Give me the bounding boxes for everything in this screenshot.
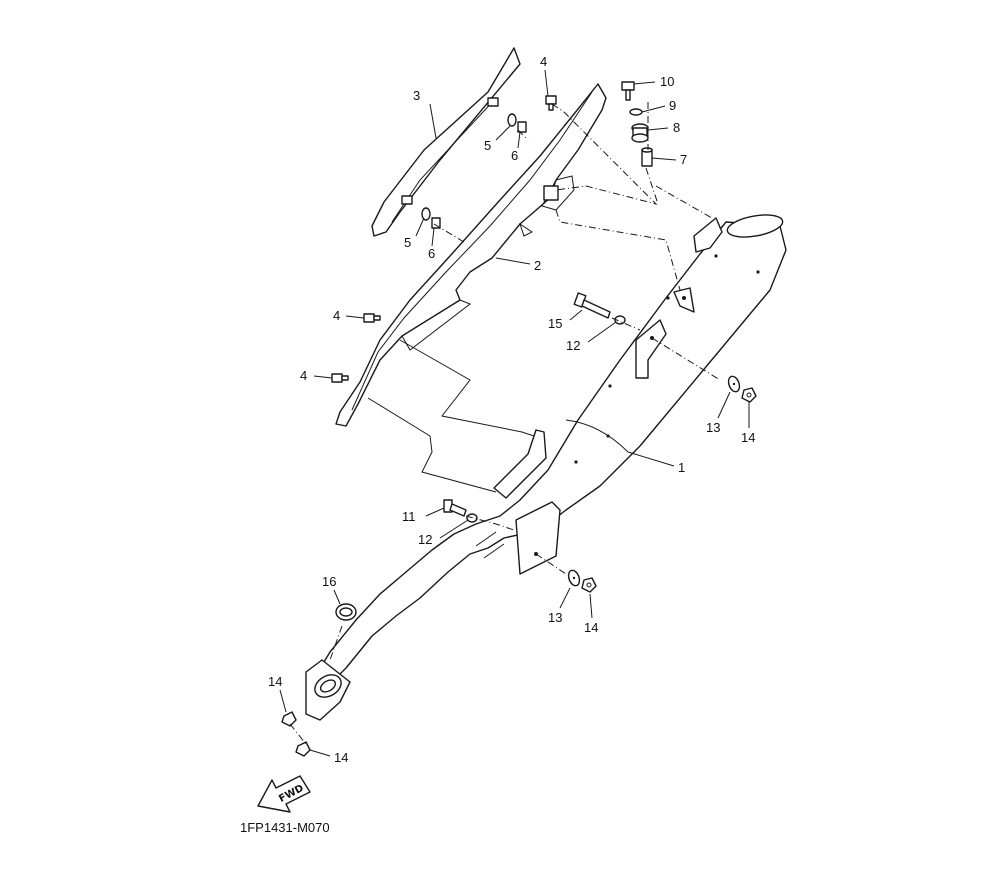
callout-13-upper: 13: [706, 420, 720, 435]
part-7-collar[interactable]: [641, 147, 653, 167]
callout-12-upper: 12: [566, 338, 580, 353]
part-3-outer-heat-shield[interactable]: [371, 47, 521, 237]
callout-leaders: [279, 69, 750, 757]
part-15-bolt[interactable]: [573, 292, 611, 319]
callout-3: 3: [413, 88, 420, 103]
part-6-nut-lower[interactable]: [431, 217, 441, 229]
callout-14-upper: 14: [741, 430, 755, 445]
part-9-washer[interactable]: [629, 108, 643, 116]
callout-6-lower: 6: [428, 246, 435, 261]
part-10-bolt[interactable]: [621, 81, 635, 101]
fwd-arrow-icon: FWD: [257, 775, 311, 813]
callout-6-upper: 6: [511, 148, 518, 163]
part-6-nut-upper[interactable]: [517, 121, 527, 133]
part-4-bolt-low[interactable]: [331, 373, 349, 383]
part-14-nut-lower[interactable]: [581, 577, 597, 593]
callout-9: 9: [669, 98, 676, 113]
callout-5-upper: 5: [484, 138, 491, 153]
callout-10: 10: [660, 74, 674, 89]
callout-5-lower: 5: [404, 235, 411, 250]
part-1-muffler-assembly[interactable]: [305, 211, 787, 721]
assembly-lines: [289, 102, 721, 745]
callout-15: 15: [548, 316, 562, 331]
part-11-bolt[interactable]: [443, 499, 467, 517]
callout-4-low: 4: [300, 368, 307, 383]
callout-1: 1: [678, 460, 685, 475]
part-5-washer-upper[interactable]: [507, 113, 517, 127]
part-2-muffler-cover[interactable]: [335, 83, 607, 427]
part-14-nut-flange-lower[interactable]: [295, 741, 311, 757]
callout-14-flange-lower: 14: [334, 750, 348, 765]
callout-2: 2: [534, 258, 541, 273]
callout-13-lower: 13: [548, 610, 562, 625]
callout-7: 7: [680, 152, 687, 167]
callout-12-lower: 12: [418, 532, 432, 547]
callout-4-mid: 4: [333, 308, 340, 323]
part-4-bolt-mid[interactable]: [363, 313, 381, 323]
part-12-washer-upper[interactable]: [614, 315, 626, 325]
callout-16: 16: [322, 574, 336, 589]
part-14-nut-upper[interactable]: [741, 387, 757, 403]
drawing-code: 1FP1431-M070: [240, 820, 330, 835]
part-16-gasket[interactable]: [335, 603, 357, 621]
part-14-nut-flange-upper[interactable]: [281, 711, 297, 727]
mid-bracket: [635, 319, 667, 379]
part-5-washer-lower[interactable]: [421, 207, 431, 221]
frame-stay-bracket: [493, 429, 547, 499]
callout-8: 8: [673, 120, 680, 135]
upper-hanger-bracket: [673, 217, 723, 313]
part-13-washer-upper[interactable]: [727, 375, 742, 393]
callout-14-flange-upper: 14: [268, 674, 282, 689]
callouts: 1 2 3 4 4 4 5 5 6 6 7 8 9 10 11 12 12 13…: [268, 54, 755, 765]
part-8-grommet[interactable]: [631, 123, 649, 143]
callout-4-top: 4: [540, 54, 547, 69]
callout-14-lower: 14: [584, 620, 598, 635]
lower-bracket: [515, 501, 561, 575]
part-13-washer-lower[interactable]: [567, 569, 582, 587]
callout-11: 11: [402, 509, 416, 524]
part-4-bolt-top[interactable]: [545, 95, 557, 111]
